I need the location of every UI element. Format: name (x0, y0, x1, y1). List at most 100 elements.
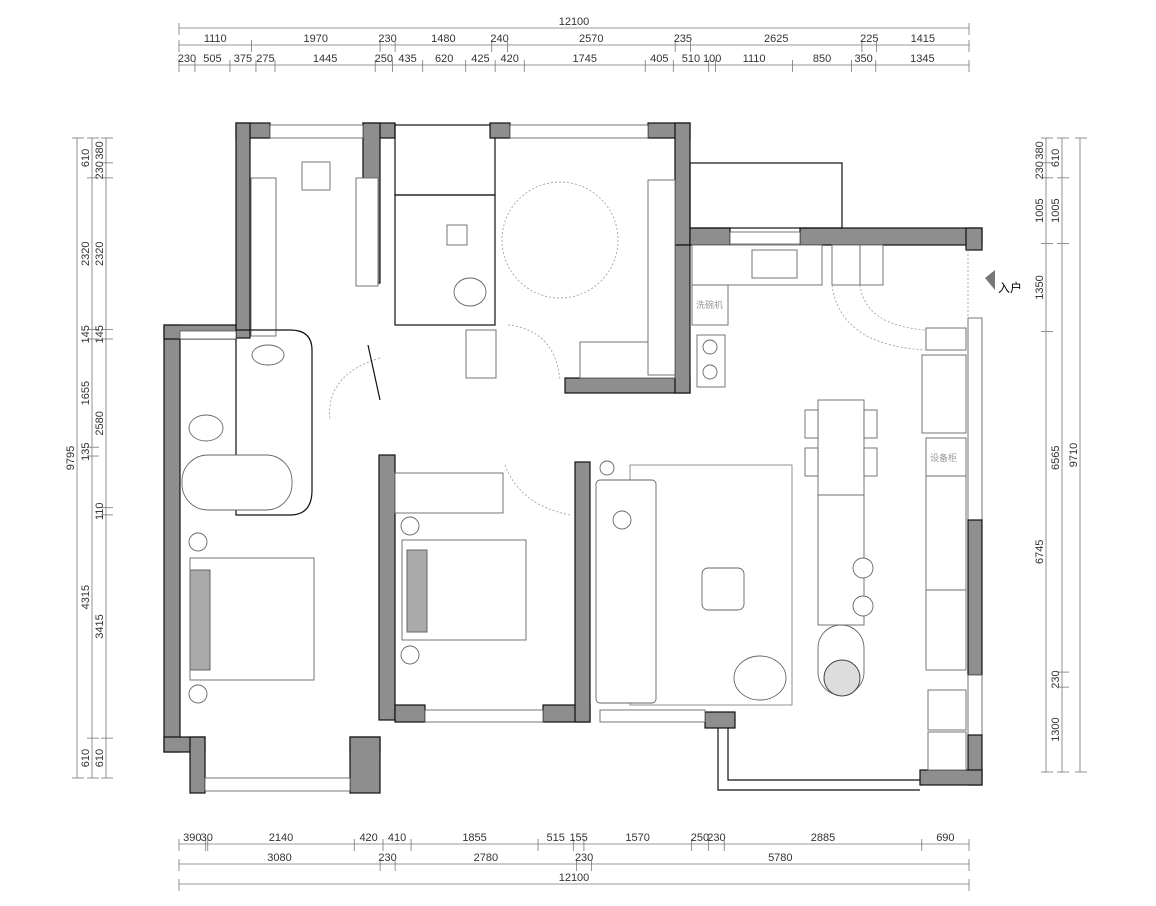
wardrobe (250, 177, 277, 337)
right-col2-label: 230 (1050, 670, 1062, 688)
bottom-row1-label: 2885 (811, 832, 835, 844)
top-row2-label: 235 (674, 33, 692, 45)
bottom-row1-label: 250 (691, 832, 709, 844)
door-swing (831, 284, 926, 351)
bedrooms-bathrooms (181, 161, 571, 704)
left-col2-label: 110 (94, 503, 106, 521)
burner (702, 364, 718, 380)
bathroom-wall (235, 329, 313, 516)
pillow (189, 569, 211, 671)
bottom-row1-label: 690 (936, 832, 954, 844)
top-row3-label: 1745 (573, 53, 597, 65)
nightstand-lamp (400, 516, 420, 536)
top-row3-label: 275 (256, 53, 274, 65)
plant-icon (823, 659, 861, 697)
top-total-label: 12100 (559, 16, 590, 28)
top-row2-label: 240 (490, 33, 508, 45)
turning-circle (501, 181, 619, 299)
window (509, 124, 649, 139)
chair (301, 161, 331, 191)
door (367, 344, 381, 401)
dining-table (817, 399, 865, 496)
top-row2-label: 230 (378, 33, 396, 45)
left-col1-label: 1655 (80, 381, 92, 405)
right-col2-label: 610 (1050, 149, 1062, 167)
lamp (599, 460, 615, 476)
bottom-row1-label: 1855 (462, 832, 486, 844)
wall-light (967, 317, 983, 521)
dimension-lines: 12100 1110 1970 230 1480 240 2570 235 2625 225 141… (65, 16, 1087, 891)
left-col1-label: 4315 (80, 585, 92, 609)
cabinet (859, 244, 884, 286)
equipment-cabinet-label: 设备柜 (930, 452, 957, 464)
wall (967, 519, 983, 676)
armchair (733, 655, 787, 701)
top-row2-label: 2625 (764, 33, 788, 45)
bottom-row2-label: 230 (575, 852, 593, 864)
chair (804, 447, 819, 477)
window (204, 777, 351, 792)
cabinet (831, 244, 861, 286)
bottom-row2-label: 3080 (267, 852, 291, 864)
right-col1-label: 1005 (1034, 198, 1046, 222)
wall (489, 122, 511, 139)
bathtub (181, 454, 293, 511)
bottom-row1-label: 230 (707, 832, 725, 844)
left-col1-label: 610 (80, 149, 92, 167)
top-row3-label: 1445 (313, 53, 337, 65)
top-row2-label: 1480 (431, 33, 455, 45)
lamp (612, 510, 632, 530)
nightstand-lamp (188, 532, 208, 552)
left-col2-label: 3415 (94, 614, 106, 638)
bottom-total-label: 12100 (559, 872, 590, 884)
dishwasher-label: 洗碗机 (696, 299, 723, 311)
wall (163, 324, 181, 753)
tall-cabinet (921, 354, 967, 434)
right-col1-label: 6745 (1034, 540, 1046, 564)
bottom-row1-label: 1570 (625, 832, 649, 844)
wall (349, 736, 381, 794)
dishwasher (691, 284, 729, 326)
top-row2-label: 225 (860, 33, 878, 45)
left-col1-label: 610 (80, 749, 92, 767)
left-col2-label: 2580 (94, 411, 106, 435)
top-row3-label: 420 (501, 53, 519, 65)
left-col2-label: 2320 (94, 241, 106, 265)
bottom-row1-label: 2140 (269, 832, 293, 844)
washing-machine (927, 731, 967, 771)
coffee-table (701, 567, 745, 611)
right-col1-label: 1350 (1034, 275, 1046, 299)
wardrobe (394, 472, 504, 514)
bottom-row2-label: 230 (378, 852, 396, 864)
equipment-cabinet (925, 437, 967, 477)
right-col1-label: 380 (1034, 141, 1046, 159)
washbasin (465, 329, 497, 379)
top-row3-label: 250 (375, 53, 393, 65)
entrance-label: 入户 (998, 280, 1022, 295)
top-row3-label: 1345 (910, 53, 934, 65)
top-row2-label: 1970 (304, 33, 328, 45)
shaft (394, 124, 496, 196)
right-col2-label: 1005 (1050, 198, 1062, 222)
left-total-label: 9795 (65, 446, 77, 470)
top-row3-label: 100 (703, 53, 721, 65)
top-row3-label: 510 (682, 53, 700, 65)
pillow (406, 549, 428, 633)
top-row3-label: 435 (398, 53, 416, 65)
entrance-arrow-icon (985, 270, 995, 290)
bottom-row1-label: 30 (201, 832, 213, 844)
bottom-row1-label: 515 (547, 832, 565, 844)
walls (163, 122, 983, 794)
top-row2-label: 1415 (911, 33, 935, 45)
counter (647, 179, 676, 376)
top-row2-label: 2570 (579, 33, 603, 45)
window (599, 709, 706, 723)
wall (965, 227, 983, 251)
right-col2-label: 1300 (1050, 717, 1062, 741)
top-row3-label: 1110 (743, 53, 766, 65)
toilet (453, 277, 487, 307)
sink-icon (751, 249, 798, 279)
bed (189, 557, 315, 681)
bottom-row2-label: 5780 (768, 852, 792, 864)
